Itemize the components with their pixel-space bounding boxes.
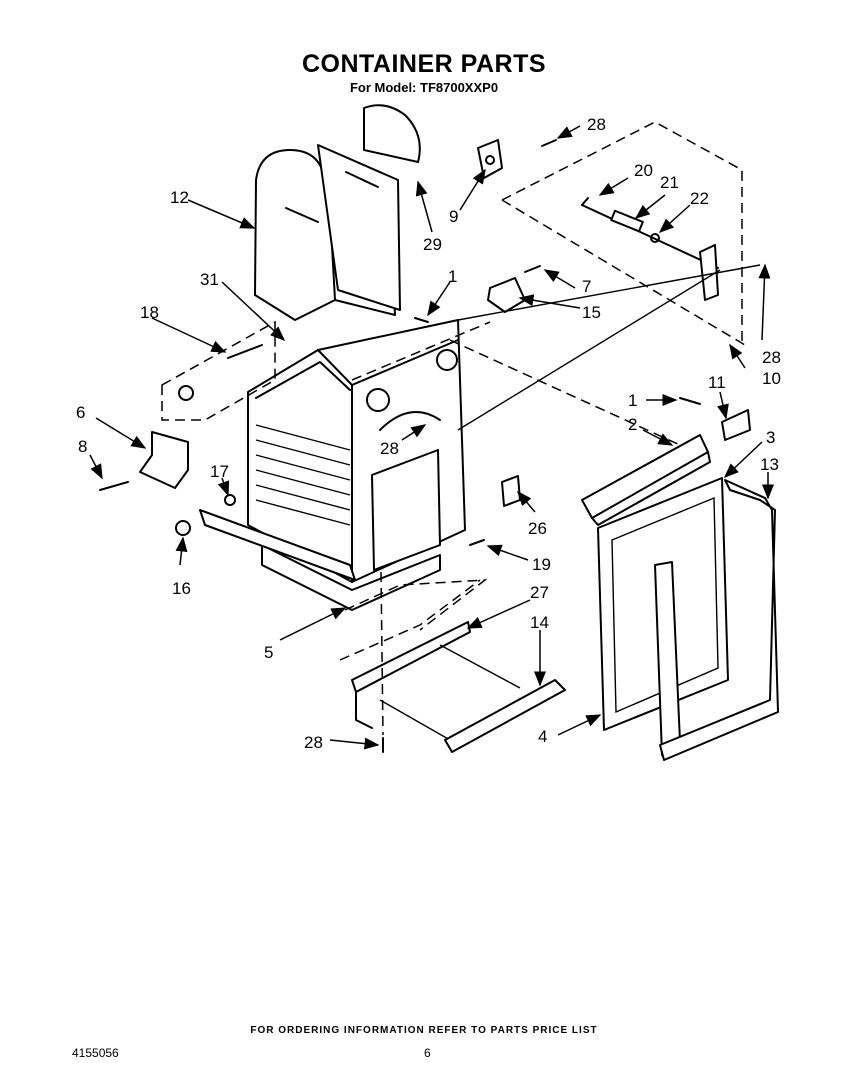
callout-21: 21 [660, 173, 679, 192]
part-2-door-rail [581, 434, 711, 526]
callout-28-center: 28 [380, 439, 399, 458]
alignment-guide-lines [351, 264, 761, 446]
callout-11: 11 [708, 373, 726, 392]
page-number: 6 [424, 1046, 431, 1060]
callout-27: 27 [530, 583, 549, 602]
callout-14: 14 [530, 613, 549, 632]
callout-4: 4 [538, 727, 547, 746]
part-14-drawer-handle [444, 679, 566, 753]
part-18-bracket-group [161, 320, 276, 421]
screw-1-upper [414, 317, 429, 323]
part-9-hinge-assembly [477, 139, 557, 179]
ordering-note: FOR ORDERING INFORMATION REFER TO PARTS … [250, 1025, 598, 1036]
page-title: CONTAINER PARTS [301, 50, 547, 78]
part-5-bottom-rail [175, 494, 356, 581]
part-10-dashed-frame [501, 121, 746, 346]
callout-1-upper: 1 [448, 267, 457, 286]
callout-8: 8 [78, 437, 87, 456]
part-29-divider-panel [317, 104, 421, 311]
callout-28-top: 28 [587, 115, 606, 134]
document-number: 4155056 [72, 1046, 119, 1060]
callout-3: 3 [766, 428, 775, 447]
floor-guide-lines [339, 579, 488, 661]
callout-18: 18 [140, 303, 159, 322]
callout-13: 13 [760, 455, 779, 474]
callout-19: 19 [532, 555, 551, 574]
callout-16: 16 [172, 579, 191, 598]
callout-2: 2 [628, 415, 637, 434]
callout-5: 5 [264, 643, 273, 662]
callout-22: 22 [690, 189, 709, 208]
callout-28-bottom: 28 [304, 733, 323, 752]
part-26-clip [501, 475, 521, 507]
callout-17: 17 [210, 462, 229, 481]
part-27-drawer-trim [351, 621, 521, 741]
leader-arrows [89, 125, 774, 750]
part-13-door-gasket [654, 479, 779, 761]
part-6-hinge-bracket [99, 431, 189, 491]
callout-10: 10 [762, 369, 781, 388]
callout-29: 29 [423, 235, 442, 254]
part-15-bracket [487, 265, 541, 313]
model-subtitle: For Model: TF8700XXP0 [349, 80, 499, 95]
callout-15: 15 [582, 303, 601, 322]
callout-28-right: 28 [762, 348, 781, 367]
part-11-latch [679, 397, 751, 441]
callout-9: 9 [449, 207, 458, 226]
screw-19 [469, 539, 485, 546]
callout-6: 6 [76, 403, 85, 422]
callout-12: 12 [170, 188, 189, 207]
screw-28-bottom [380, 571, 384, 753]
callout-31: 31 [200, 270, 219, 289]
callout-20: 20 [634, 161, 653, 180]
callout-26: 26 [528, 519, 547, 538]
cabinet-body [247, 319, 466, 611]
callout-1-lower: 1 [628, 391, 637, 410]
part-20-22-rod-assembly [581, 197, 719, 301]
callout-7: 7 [582, 277, 591, 296]
